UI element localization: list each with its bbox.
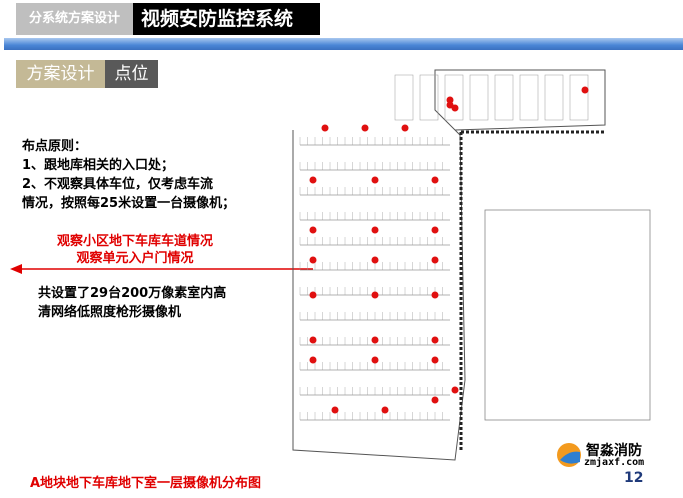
plan-room — [544, 74, 564, 121]
camera-marker — [446, 96, 454, 104]
camera-marker — [381, 406, 389, 414]
camera-marker — [371, 336, 379, 344]
camera-marker — [431, 226, 439, 234]
camera-marker — [331, 406, 339, 414]
camera-marker — [309, 356, 317, 364]
callout: 观察小区地下车库车道情况 观察单元入户门情况 — [40, 233, 230, 267]
camera-marker — [361, 124, 369, 132]
camera-marker — [371, 256, 379, 264]
plan-outline — [292, 69, 606, 461]
logo-icon — [557, 443, 581, 467]
camera-marker — [431, 396, 439, 404]
page-number: 12 — [624, 470, 644, 486]
principles: 布点原则： 1、跟地库相关的入口处； 2、不观察具体车位，仅考虑车流 情况，按照… — [22, 137, 235, 213]
callout-line-2: 观察单元入户门情况 — [76, 251, 194, 266]
camera-marker — [401, 124, 409, 132]
logo-name: 智淼消防 — [586, 443, 642, 459]
section-label: 分系统方案设计 — [16, 3, 133, 35]
plan-room — [419, 74, 439, 121]
camera-marker — [371, 356, 379, 364]
logo: 智淼消防 zmjaxf.com — [556, 440, 646, 470]
figure-caption: A地块地下车库地下室一层摄像机分布图 — [30, 476, 262, 491]
camera-marker — [431, 176, 439, 184]
camera-marker — [431, 291, 439, 299]
camera-marker — [309, 291, 317, 299]
logo-url: zmjaxf.com — [584, 457, 645, 468]
camera-marker — [371, 226, 379, 234]
callout-line-1: 观察小区地下车库车道情况 — [56, 234, 213, 249]
principle-2-cont: 情况，按照每25米设置一台摄像机； — [22, 196, 236, 211]
floor-plan — [292, 69, 651, 461]
camera-marker — [321, 124, 329, 132]
camera-marker — [431, 336, 439, 344]
summary-line-1: 共设置了29台200万像素室内高 — [38, 286, 227, 301]
camera-marker — [446, 101, 454, 109]
plan-building-outline — [484, 209, 651, 421]
plan-room — [444, 74, 464, 121]
red-arrow-icon — [10, 264, 313, 274]
plan-room — [519, 74, 539, 121]
plan-room — [494, 74, 514, 121]
camera-marker — [431, 256, 439, 264]
header-divider — [4, 38, 683, 50]
plan-room — [569, 74, 589, 121]
camera-marker — [451, 386, 459, 394]
subheader-tab-design: 方案设计 — [16, 60, 105, 88]
plan-room — [469, 74, 489, 121]
summary: 共设置了29台200万像素室内高 清网络低照度枪形摄像机 — [38, 284, 226, 322]
subheader-tab-points: 点位 — [105, 60, 158, 88]
camera-marker — [309, 226, 317, 234]
principles-heading: 布点原则： — [22, 139, 88, 154]
summary-line-2: 清网络低照度枪形摄像机 — [38, 305, 182, 320]
camera-marker — [309, 336, 317, 344]
page-title: 视频安防监控系统 — [133, 3, 320, 35]
camera-marker — [581, 86, 589, 94]
camera-marker — [371, 176, 379, 184]
plan-room — [394, 74, 414, 121]
camera-marker — [371, 291, 379, 299]
camera-marker — [309, 256, 317, 264]
camera-marker — [309, 176, 317, 184]
principle-2: 2、不观察具体车位，仅考虑车流 — [22, 177, 214, 192]
camera-marker — [431, 356, 439, 364]
principle-1: 1、跟地库相关的入口处； — [22, 158, 175, 173]
